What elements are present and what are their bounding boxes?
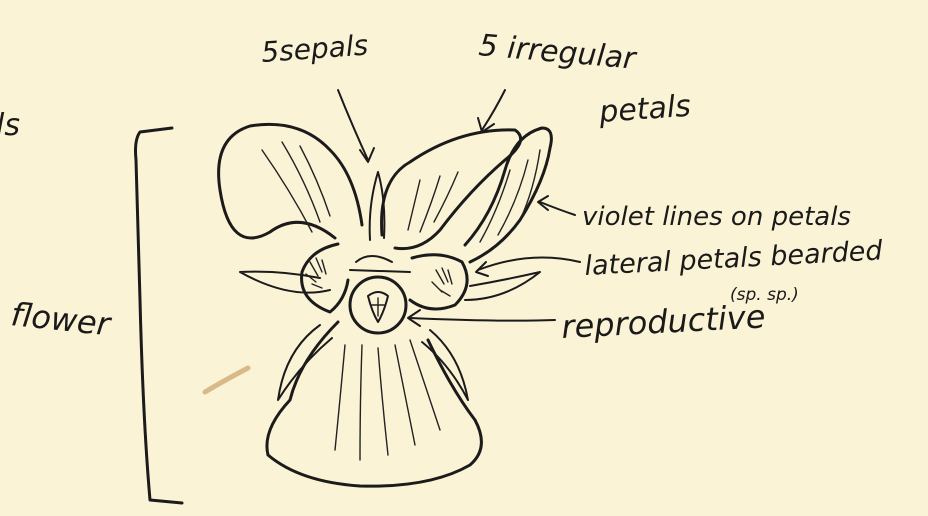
upper-left-petal [219,124,362,238]
paper-smudge [205,368,248,392]
far-right-petal [465,128,551,262]
partial-left-label: ls [0,108,20,143]
lateral-petal-left [302,244,348,312]
petals-label-line2: petals [597,89,692,130]
lateral-petal-right [410,255,467,309]
flower-label: flower [9,295,114,343]
flower-bracket [136,128,183,503]
petals-label-line1: 5 irregular [477,28,638,77]
sepal-right [465,272,540,300]
sepals-label: 5sepals [260,29,369,69]
reproductive-label: reproductive [560,297,766,346]
lateral-petals-arrow [478,258,580,271]
sepals-arrow [338,90,368,160]
lateral-petals-label: lateral petals bearded [584,235,884,282]
violet-lines-label: violet lines on petals [582,202,851,232]
flower-drawing [219,124,552,486]
reproductive-arrow [410,318,555,321]
